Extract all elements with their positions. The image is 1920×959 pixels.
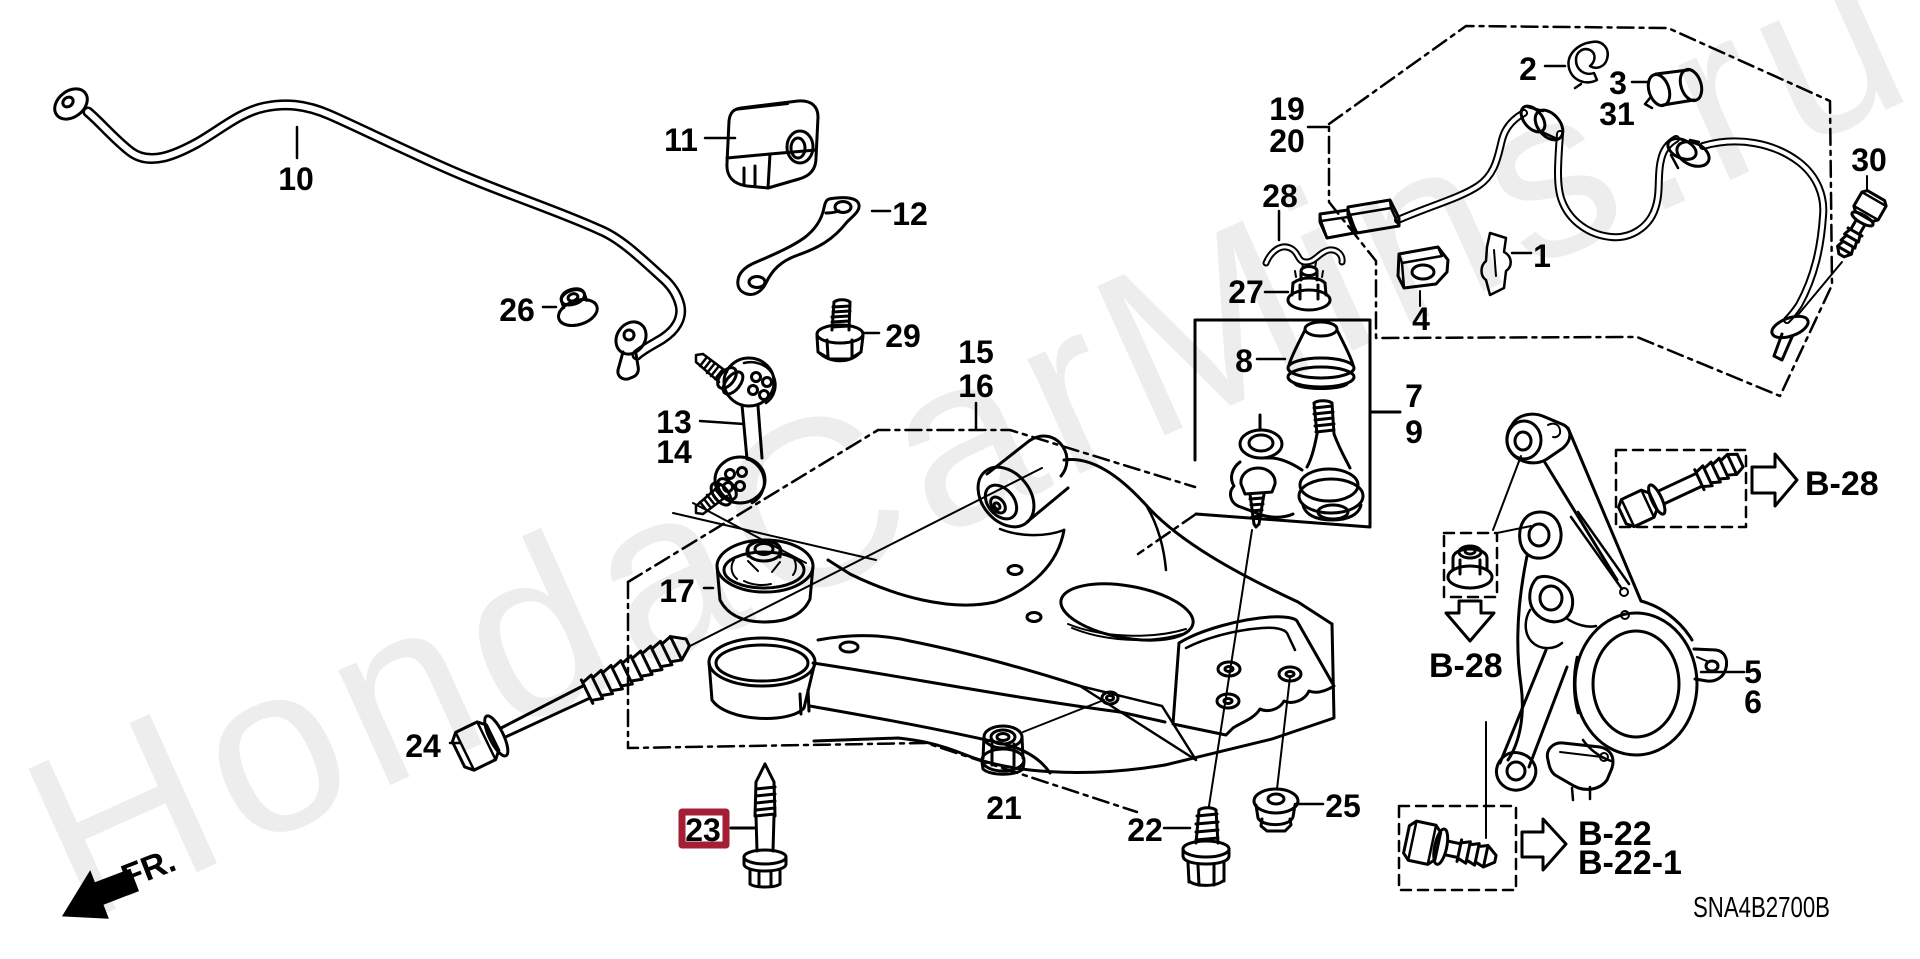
svg-text:25: 25 xyxy=(1325,788,1361,824)
svg-text:13: 13 xyxy=(656,404,692,440)
svg-text:17: 17 xyxy=(659,573,695,609)
svg-text:23: 23 xyxy=(685,812,721,848)
svg-text:29: 29 xyxy=(885,318,921,354)
svg-text:22: 22 xyxy=(1127,812,1163,848)
svg-text:11: 11 xyxy=(664,122,698,158)
svg-text:30: 30 xyxy=(1851,142,1887,178)
svg-text:SNA4B2700B: SNA4B2700B xyxy=(1693,892,1830,924)
svg-text:27: 27 xyxy=(1228,274,1264,310)
svg-text:12: 12 xyxy=(892,196,928,232)
svg-text:21: 21 xyxy=(986,790,1022,826)
svg-text:24: 24 xyxy=(405,728,441,764)
svg-text:4: 4 xyxy=(1412,301,1430,337)
svg-text:7: 7 xyxy=(1405,378,1423,414)
svg-text:B-28: B-28 xyxy=(1429,647,1503,685)
svg-text:20: 20 xyxy=(1269,123,1305,159)
svg-text:5: 5 xyxy=(1744,654,1762,690)
svg-text:3: 3 xyxy=(1609,65,1627,101)
svg-text:B-22-1: B-22-1 xyxy=(1578,844,1682,882)
svg-text:1: 1 xyxy=(1533,238,1551,274)
svg-text:9: 9 xyxy=(1405,414,1423,450)
svg-text:B-28: B-28 xyxy=(1805,465,1879,503)
svg-text:28: 28 xyxy=(1262,178,1298,214)
svg-text:14: 14 xyxy=(656,434,692,470)
svg-text:6: 6 xyxy=(1744,684,1762,720)
svg-text:16: 16 xyxy=(958,368,994,404)
svg-text:8: 8 xyxy=(1235,343,1253,379)
svg-text:10: 10 xyxy=(278,161,314,197)
svg-text:31: 31 xyxy=(1599,96,1635,132)
svg-text:15: 15 xyxy=(958,334,994,370)
svg-text:19: 19 xyxy=(1269,91,1305,127)
svg-text:26: 26 xyxy=(499,292,535,328)
svg-text:B-22: B-22 xyxy=(1578,815,1652,853)
svg-text:2: 2 xyxy=(1519,51,1537,87)
